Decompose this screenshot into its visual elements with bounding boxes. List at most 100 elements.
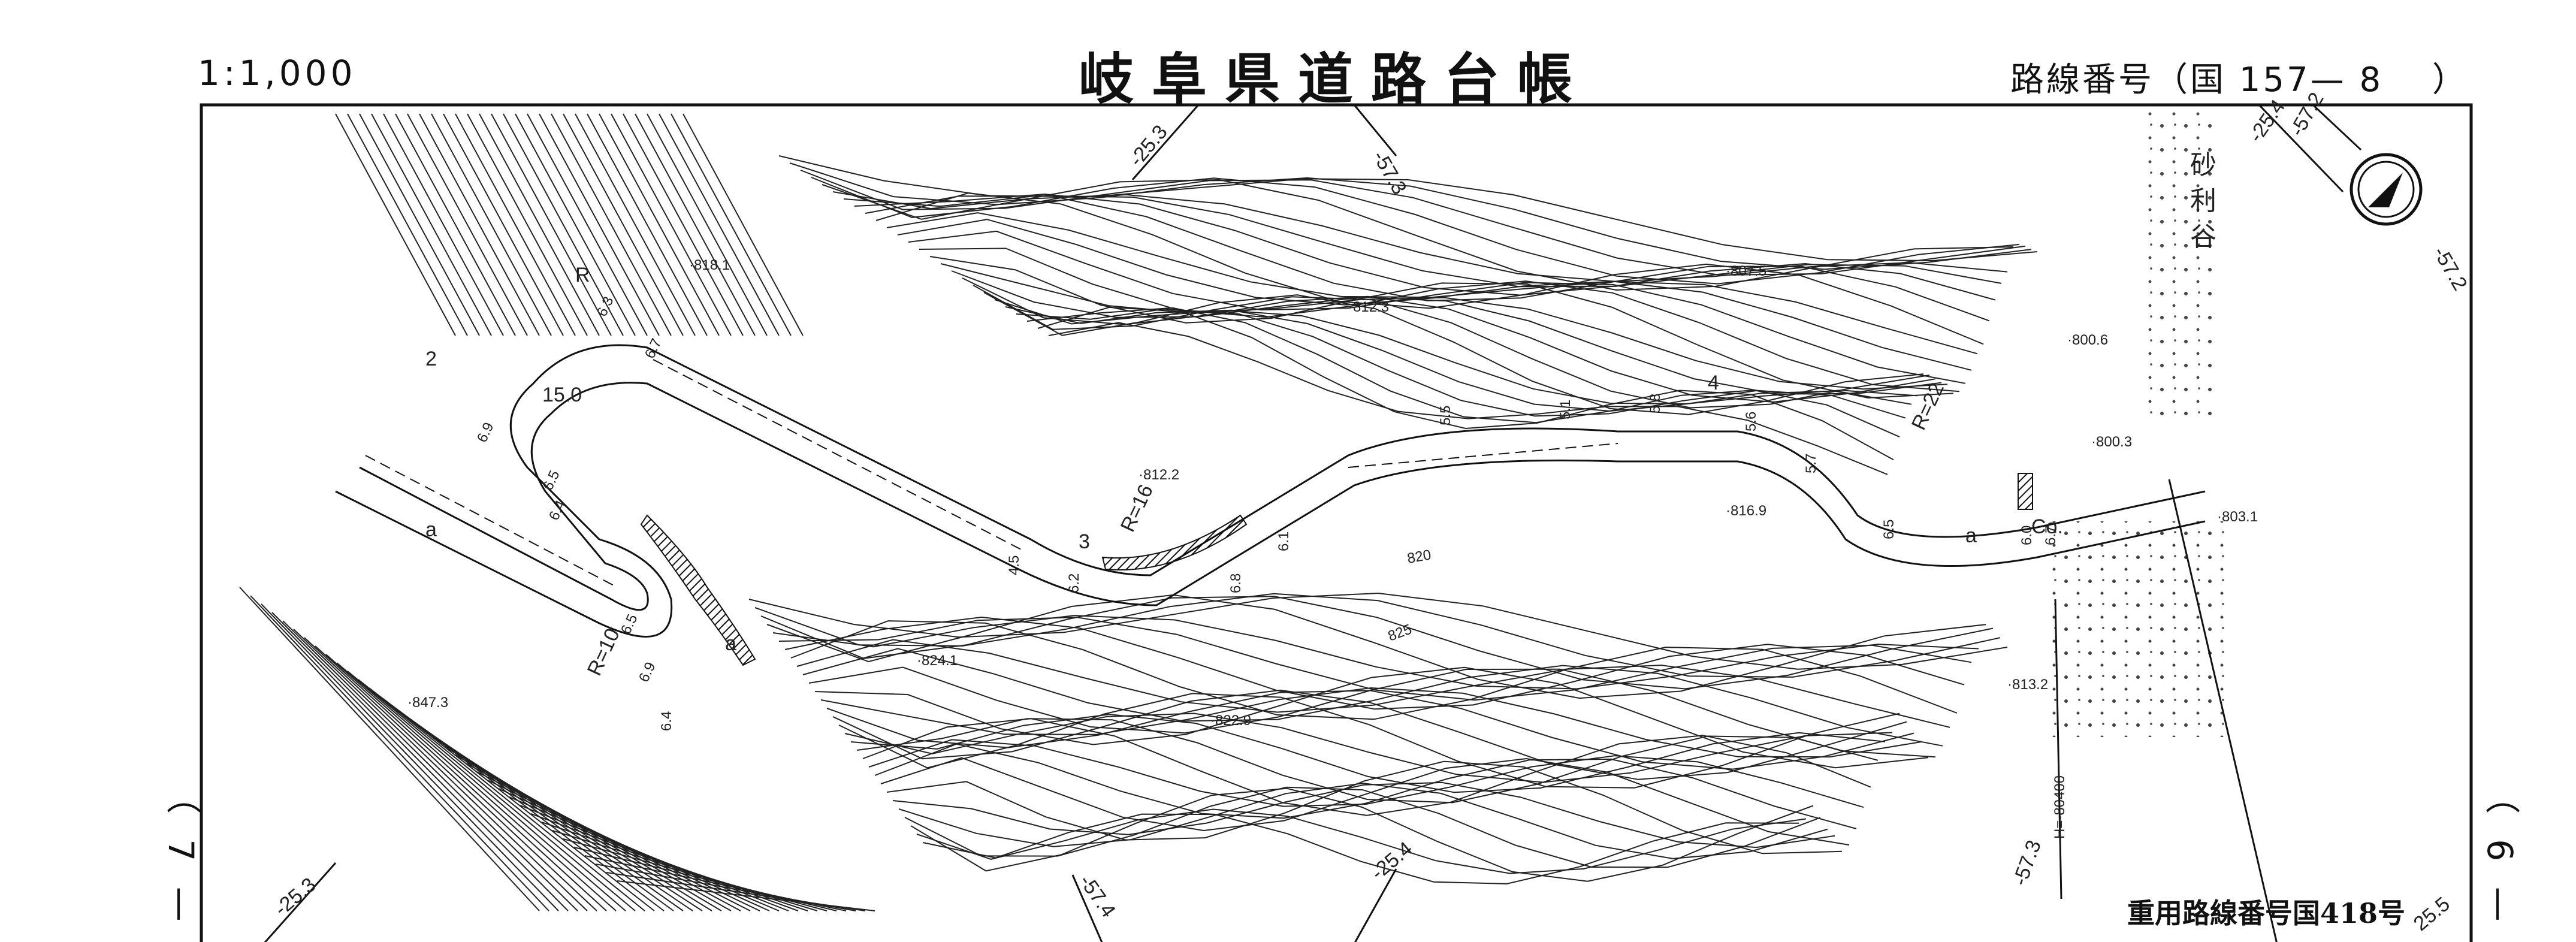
contour-line [599, 113, 720, 336]
spot-height: ·812.3 [1348, 299, 1389, 315]
contour-line [766, 594, 1986, 699]
contour-line [796, 639, 1950, 728]
grid-lines [264, 105, 2362, 942]
contour-line [973, 285, 1930, 409]
grid-label: -25.3 [270, 873, 321, 920]
contour-line [419, 113, 540, 336]
place-name: 利 [2190, 186, 2216, 216]
road-width: 5.7 [1803, 454, 1819, 473]
contour-line [875, 192, 1984, 345]
contour-line [539, 113, 660, 336]
spot-height: ·813.2 [2007, 677, 2048, 693]
contour-line [431, 113, 552, 336]
contour-line [682, 113, 804, 336]
contour-line [808, 666, 1936, 758]
map-label: a [425, 518, 437, 541]
contour-line [335, 113, 456, 336]
right-page-number: （ 6 — [2480, 779, 2520, 929]
contour-line [1026, 307, 1900, 438]
gravel-area [2049, 521, 2229, 737]
spot-height: ·807.5 [1726, 263, 1766, 279]
contour-label: 820 [1406, 547, 1432, 567]
curve-label: R=16 [1116, 481, 1158, 536]
road-width: 6.1 [1276, 532, 1292, 551]
contour-line [994, 299, 1918, 404]
contour-line [898, 783, 1828, 859]
spot-height: ·847.3 [407, 695, 448, 711]
contour-line [336, 662, 626, 911]
contour-line [919, 247, 1960, 393]
map-label: 2 [425, 348, 437, 370]
contour-line [748, 592, 2008, 670]
left-page-number: （ 7 — [161, 779, 201, 929]
road-width: 6.8 [1228, 573, 1244, 593]
spot-height: ·800.6 [2067, 332, 2108, 348]
curve-label: R [575, 264, 590, 286]
road-width: 5.8 [1647, 394, 1663, 413]
contour-line [908, 230, 1966, 384]
contour-line [822, 179, 2014, 291]
contour-line [433, 738, 712, 911]
contour-line [467, 113, 588, 336]
contour-line [892, 781, 1835, 849]
map-label: 3 [1079, 530, 1090, 553]
retaining-wall [2018, 473, 2033, 510]
contour-line [347, 113, 468, 336]
contour-line [1005, 306, 1912, 412]
contour-line [369, 687, 655, 911]
road-width: 4.5 [1006, 555, 1022, 575]
map-label: 15.0 [542, 384, 582, 406]
road-width: 5.5 [1438, 406, 1454, 425]
contour-line [371, 113, 492, 336]
contour-line [865, 195, 1990, 322]
contour-line [383, 113, 504, 336]
north-arrow-icon [2349, 153, 2423, 226]
contour-line [611, 113, 732, 336]
contour-line [530, 813, 799, 911]
spot-height: ·818.1 [689, 257, 730, 273]
road-width: 6.4 [659, 711, 675, 731]
grid-label: -25.4 [2244, 95, 2290, 146]
contour-line [802, 648, 1943, 747]
spot-height: ·800.3 [2091, 434, 2132, 450]
contour-line [635, 113, 756, 336]
contour-line [359, 113, 480, 336]
spot-height: ·822.9 [1210, 712, 1251, 729]
contour-line [850, 714, 1886, 793]
contour-line [443, 113, 564, 336]
grid-label: -57.2 [2429, 243, 2472, 294]
contour-line [929, 256, 1954, 399]
grid-label: 25.5 [2409, 892, 2454, 935]
coordinate-label: H=-80400 [2052, 775, 2068, 839]
contour-line [515, 113, 636, 336]
contour-line [479, 113, 600, 336]
contour-line [563, 113, 684, 336]
contour-line [760, 596, 1994, 690]
contour-line [552, 830, 818, 911]
map-frame [200, 103, 2473, 942]
road-width: 6.9 [474, 420, 497, 445]
contour-line [1048, 322, 1888, 475]
contour-line [527, 113, 648, 336]
contour-line [623, 113, 744, 336]
contour-line [261, 603, 559, 911]
contour-line [575, 113, 696, 336]
contour-line [239, 587, 540, 911]
retaining-wall [1101, 514, 1248, 571]
road-width: 6.5 [618, 612, 641, 637]
map-label: 4 [1708, 372, 1719, 394]
contour-line [503, 113, 624, 336]
contour-line [790, 620, 1958, 720]
contour-line [271, 612, 569, 911]
contour-lines [239, 113, 2038, 911]
place-name: 砂 [2190, 150, 2216, 180]
road-width: 6.4 [546, 498, 569, 523]
contour-line [874, 743, 1857, 829]
contour-line [455, 113, 576, 336]
contour-line [304, 637, 597, 911]
contour-line [491, 113, 612, 336]
contour-line [659, 113, 780, 336]
contour-line [671, 113, 792, 336]
contour-line [778, 617, 1972, 701]
